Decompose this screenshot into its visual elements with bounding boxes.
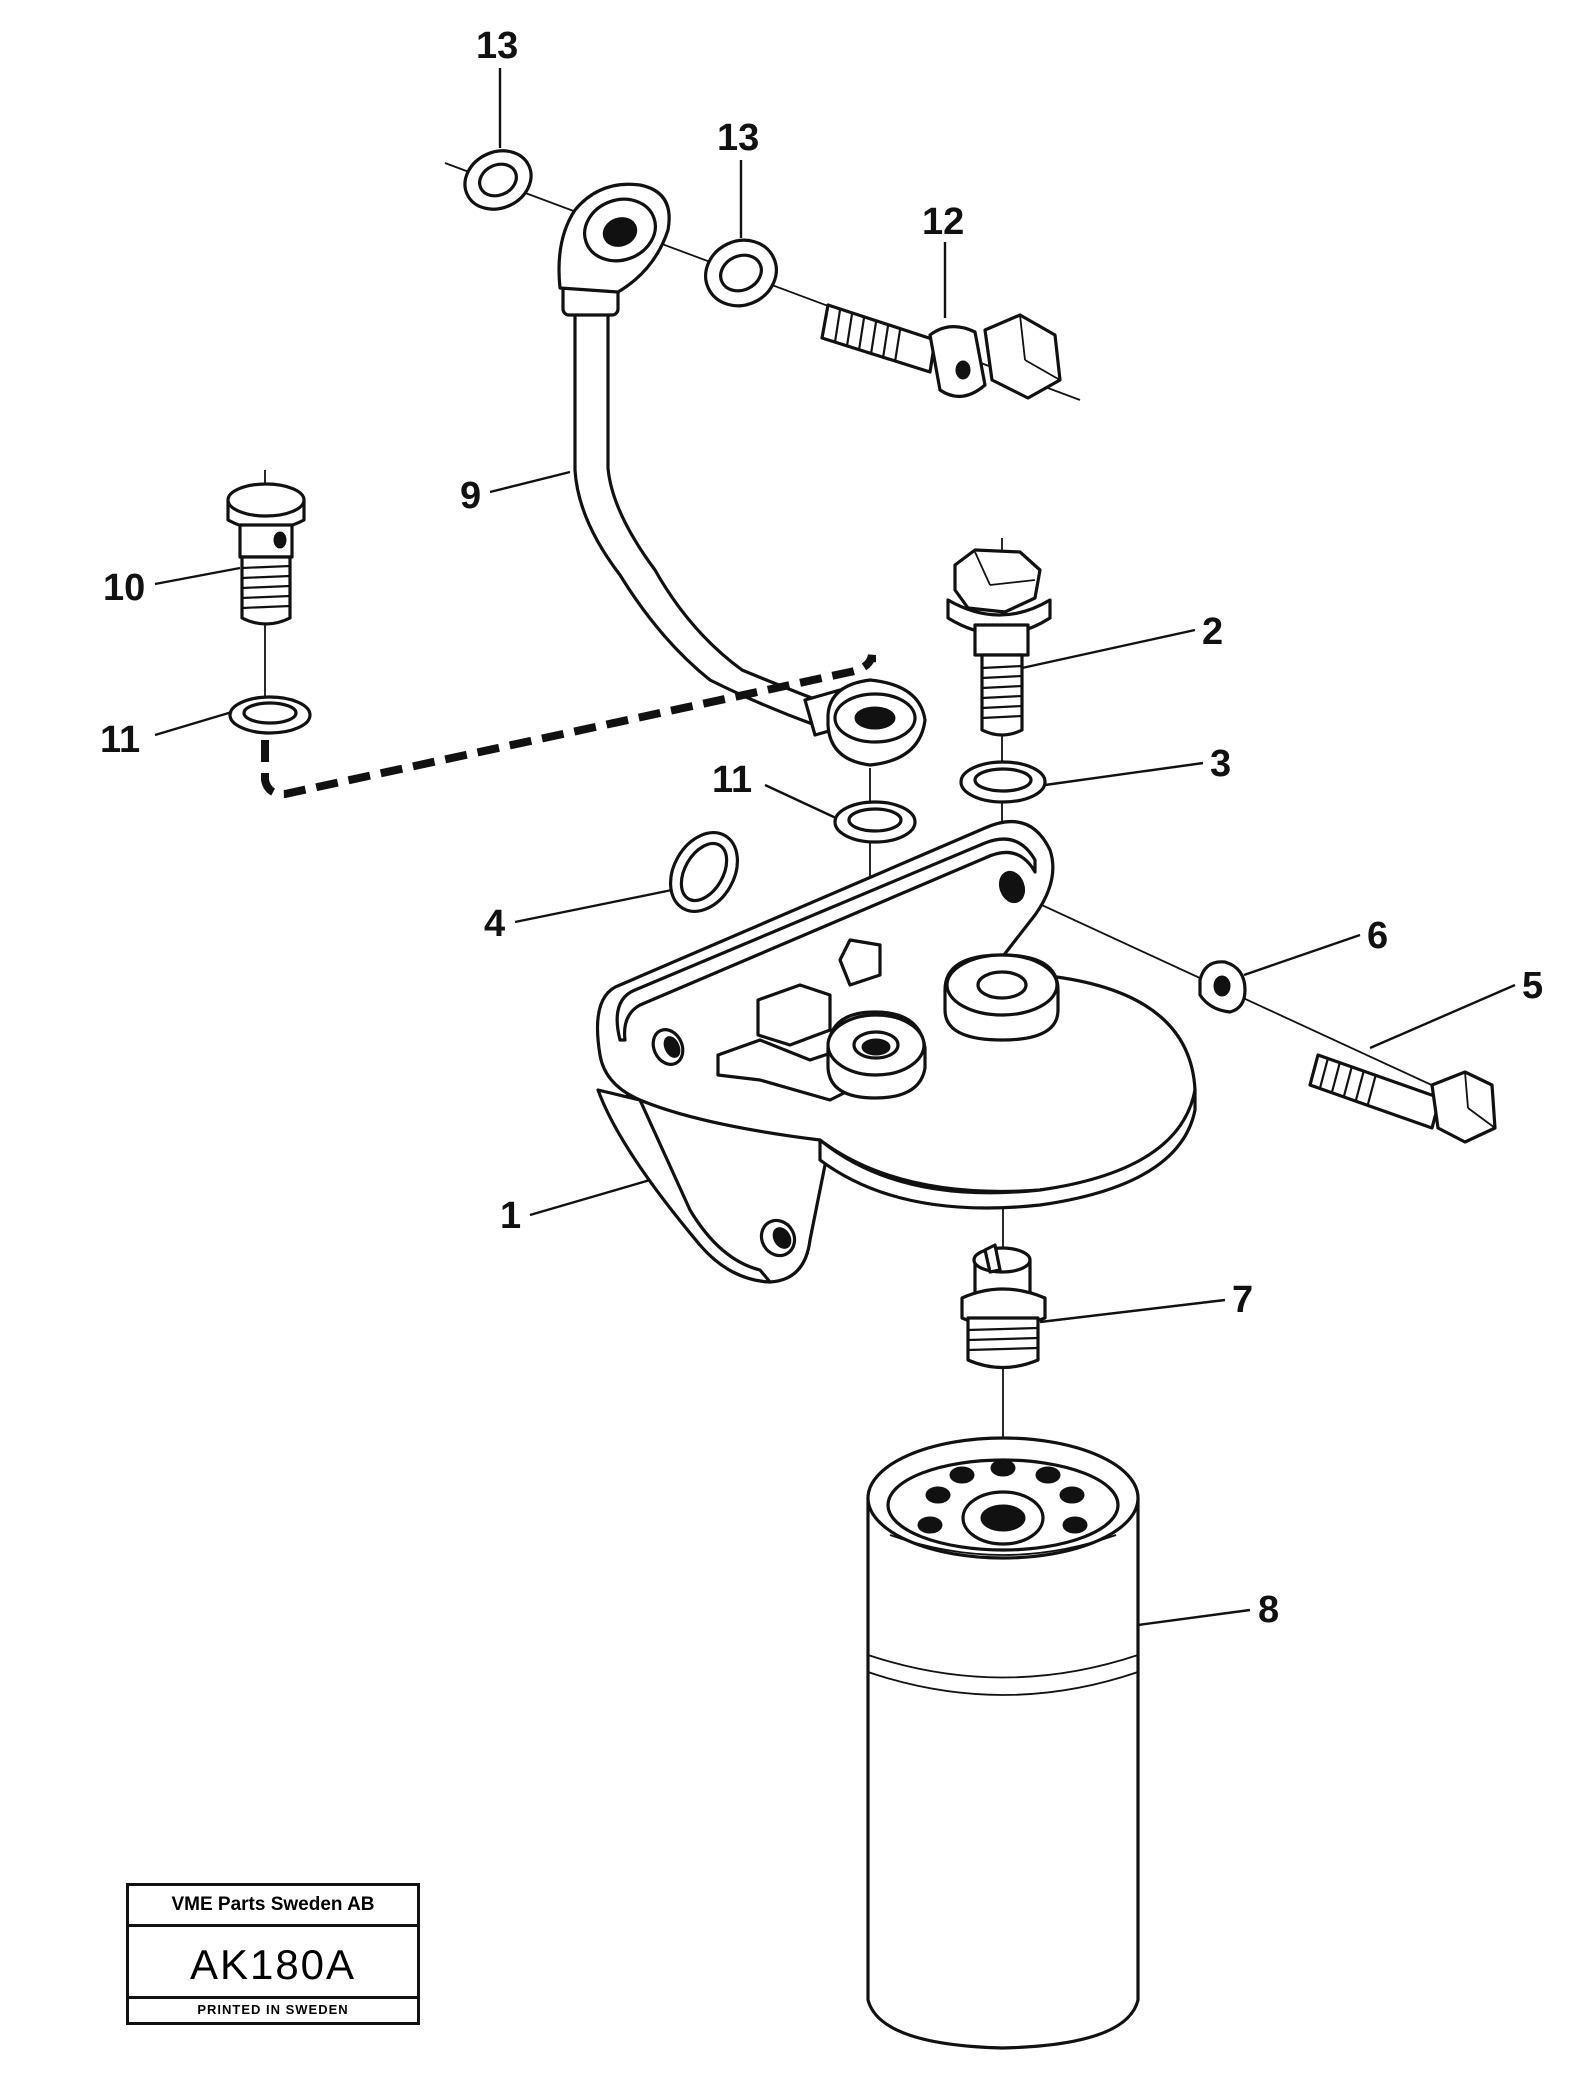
callout-9: 9	[460, 475, 481, 517]
callout-13-lower: 13	[717, 117, 759, 159]
leader-lines	[154, 68, 1516, 1627]
callout-11-left: 11	[100, 719, 140, 761]
callout-11-middle: 11	[712, 759, 752, 801]
part-8-oil-filter-cartridge	[866, 1436, 1140, 2050]
stamp-illustration-code: AK180A	[189, 1941, 357, 1988]
part-10-banjo-bolt	[226, 482, 306, 626]
callout-13-upper: 13	[476, 25, 518, 67]
part-3-sealing-ring	[959, 760, 1047, 804]
part-12-banjo-bolt	[820, 303, 1062, 400]
alternative-pipe-route-dashed	[261, 654, 876, 799]
part-2-hollow-bolt	[946, 548, 1052, 737]
callout-10: 10	[103, 567, 145, 609]
stamp-printed-in: PRINTED IN SWEDEN	[129, 1996, 417, 2022]
callout-8: 8	[1258, 1589, 1279, 1631]
part-1-filter-bracket	[595, 819, 1197, 1284]
part-5-bolt	[1308, 1053, 1497, 1144]
callout-1: 1	[500, 1195, 521, 1237]
part-13-upper-sealing-ring	[463, 149, 533, 211]
part-13-lower-sealing-ring	[704, 238, 778, 308]
callout-5: 5	[1522, 965, 1543, 1007]
part-6-lock-washer	[1198, 960, 1247, 1014]
part-11-sealing-ring-middle	[833, 800, 917, 844]
callout-12: 12	[922, 201, 964, 243]
callout-numbers: 13 13 12 9 10 11 11 2 3 4 6 5 1 7 8	[100, 25, 1543, 1631]
callout-6: 6	[1367, 915, 1388, 957]
callout-2: 2	[1202, 611, 1223, 653]
part-9-oil-pipe	[557, 182, 927, 767]
callout-3: 3	[1210, 743, 1231, 785]
part-11-sealing-ring-left	[228, 695, 312, 735]
part-7-nipple	[960, 1243, 1047, 1370]
parts-catalog-stamp: VME Parts Sweden AB AK180A PRINTED IN SW…	[126, 1883, 420, 2025]
callout-7: 7	[1232, 1279, 1253, 1321]
part-4-o-ring	[668, 831, 740, 913]
stamp-company-name: VME Parts Sweden AB	[129, 1886, 417, 1927]
callout-4: 4	[484, 903, 505, 945]
